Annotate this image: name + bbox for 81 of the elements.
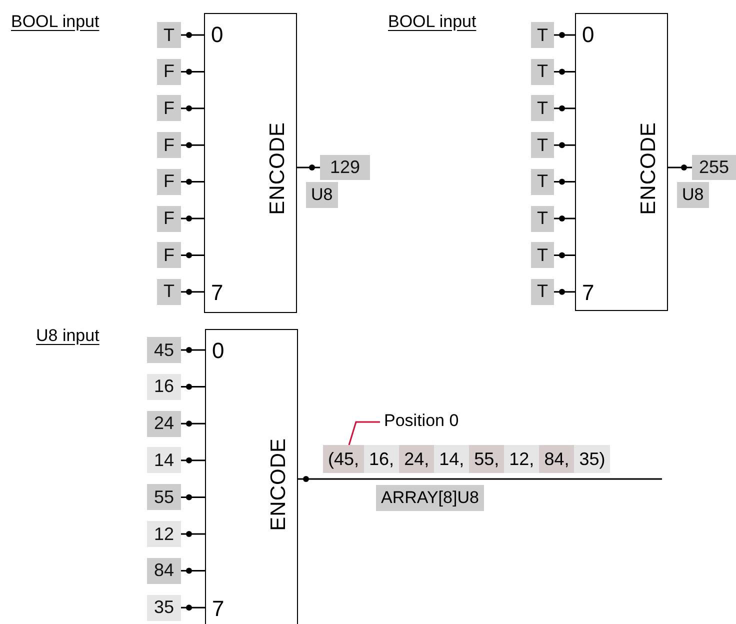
function-block — [204, 13, 297, 313]
signal-wire — [181, 531, 205, 537]
value-box: T — [531, 242, 554, 268]
signal-wire — [181, 347, 205, 353]
value-box: T — [531, 58, 554, 85]
signal-wire — [554, 105, 575, 112]
section-heading: BOOL input — [388, 12, 476, 32]
signal-wire — [554, 68, 575, 75]
signal-wire — [181, 142, 204, 148]
value-box: 12 — [147, 521, 181, 547]
pin-number: 7 — [212, 597, 224, 621]
signal-wire — [668, 164, 692, 170]
signal-wire — [181, 288, 204, 295]
signal-wire — [181, 32, 204, 38]
signal-wire — [181, 105, 204, 112]
value-box: F — [157, 95, 181, 122]
signal-wire — [298, 476, 662, 482]
signal-wire — [554, 178, 575, 185]
block-title: ENCODE — [267, 438, 291, 531]
signal-wire — [181, 420, 205, 427]
array-element: (45, — [323, 445, 364, 473]
signal-wire — [181, 604, 205, 611]
value-box: F — [157, 58, 181, 85]
signal-wire — [181, 252, 204, 258]
function-block — [575, 13, 668, 311]
block-title: ENCODE — [266, 122, 290, 215]
array-element: 16, — [364, 445, 400, 473]
value-box: 16 — [147, 374, 181, 400]
type-label: ARRAY[8]U8 — [376, 485, 484, 511]
array-element: 35) — [574, 445, 610, 473]
array-element: 14, — [434, 445, 470, 473]
function-block — [205, 329, 298, 624]
value-box: T — [157, 278, 181, 305]
value-box: T — [531, 206, 554, 232]
array-element: 55, — [469, 445, 504, 473]
block-title: ENCODE — [637, 122, 661, 215]
value-box: T — [531, 168, 554, 195]
signal-wire — [554, 32, 575, 38]
pin-number: 0 — [212, 339, 224, 363]
value-box: F — [157, 132, 181, 158]
signal-wire — [297, 164, 320, 170]
value-box: 255 — [692, 155, 736, 180]
signal-wire — [554, 252, 575, 258]
callout-text: Position 0 — [384, 410, 459, 432]
signal-wire — [181, 568, 205, 574]
leader-line — [348, 421, 380, 446]
value-box: F — [157, 168, 181, 195]
signal-wire — [181, 384, 205, 390]
value-box: T — [157, 22, 181, 48]
signal-wire — [554, 288, 575, 295]
signal-wire — [181, 494, 205, 500]
array-element: 24, — [399, 445, 434, 473]
value-box: 14 — [147, 447, 181, 474]
signal-wire — [181, 178, 204, 185]
value-box: F — [157, 242, 181, 268]
signal-wire — [554, 216, 575, 222]
value-box: 129 — [320, 155, 370, 180]
section-heading: U8 input — [36, 326, 100, 346]
pin-number: 0 — [211, 23, 224, 47]
value-box: 45 — [147, 337, 181, 363]
type-label: U8 — [306, 182, 338, 208]
value-box: 35 — [147, 594, 181, 621]
value-box: T — [531, 278, 554, 305]
value-box: 55 — [147, 484, 181, 510]
array-element: 84, — [539, 445, 574, 473]
type-label: U8 — [677, 182, 709, 208]
pin-number: 0 — [582, 23, 594, 47]
value-box: 24 — [147, 410, 181, 437]
pin-number: 7 — [211, 281, 224, 305]
value-box: T — [531, 95, 554, 122]
signal-wire — [181, 216, 204, 222]
value-box: T — [531, 22, 554, 48]
array-element: 12, — [504, 445, 540, 473]
value-box: 84 — [147, 558, 181, 584]
pin-number: 7 — [582, 281, 594, 305]
value-box: F — [157, 206, 181, 232]
signal-wire — [181, 457, 205, 464]
signal-wire — [554, 142, 575, 148]
section-heading: BOOL input — [11, 12, 100, 32]
signal-wire — [181, 68, 204, 75]
value-box: T — [531, 132, 554, 158]
